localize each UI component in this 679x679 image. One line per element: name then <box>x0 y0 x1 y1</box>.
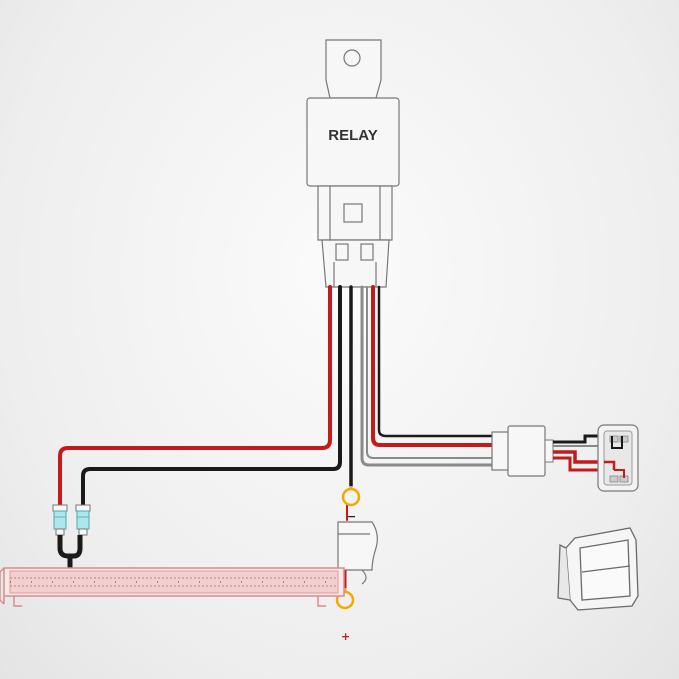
negative-terminal-label: − <box>347 510 356 523</box>
wire-red-switch <box>371 285 494 447</box>
relay-mounting-tab <box>325 39 382 99</box>
rocker-switch-icon <box>557 527 639 611</box>
wire-lightbar-tail <box>57 535 83 568</box>
fuse-holder-icon <box>337 521 378 585</box>
led-light-bar-icon <box>0 567 345 607</box>
switch-connector <box>491 425 612 477</box>
ring-terminal-negative <box>341 486 361 507</box>
wire-gray-switch <box>360 285 494 467</box>
relay-label: RELAY <box>328 127 377 144</box>
relay-icon: RELAY <box>306 39 400 288</box>
ring-terminal-icon <box>335 590 355 610</box>
ring-terminal-icon <box>341 487 361 507</box>
wire-red-lightbar <box>58 285 332 507</box>
relay-mount-hole <box>343 49 361 67</box>
wire-black-lightbar <box>81 285 342 507</box>
rocker-switch-back-icon <box>597 424 639 492</box>
ring-terminal-positive <box>335 588 355 610</box>
wire-black-switch <box>377 285 494 438</box>
positive-terminal-label: + <box>341 630 350 643</box>
wiring-harness <box>58 285 494 590</box>
relay-latch <box>343 203 363 223</box>
wire-connector-icon <box>52 504 91 536</box>
relay-socket <box>321 239 390 288</box>
